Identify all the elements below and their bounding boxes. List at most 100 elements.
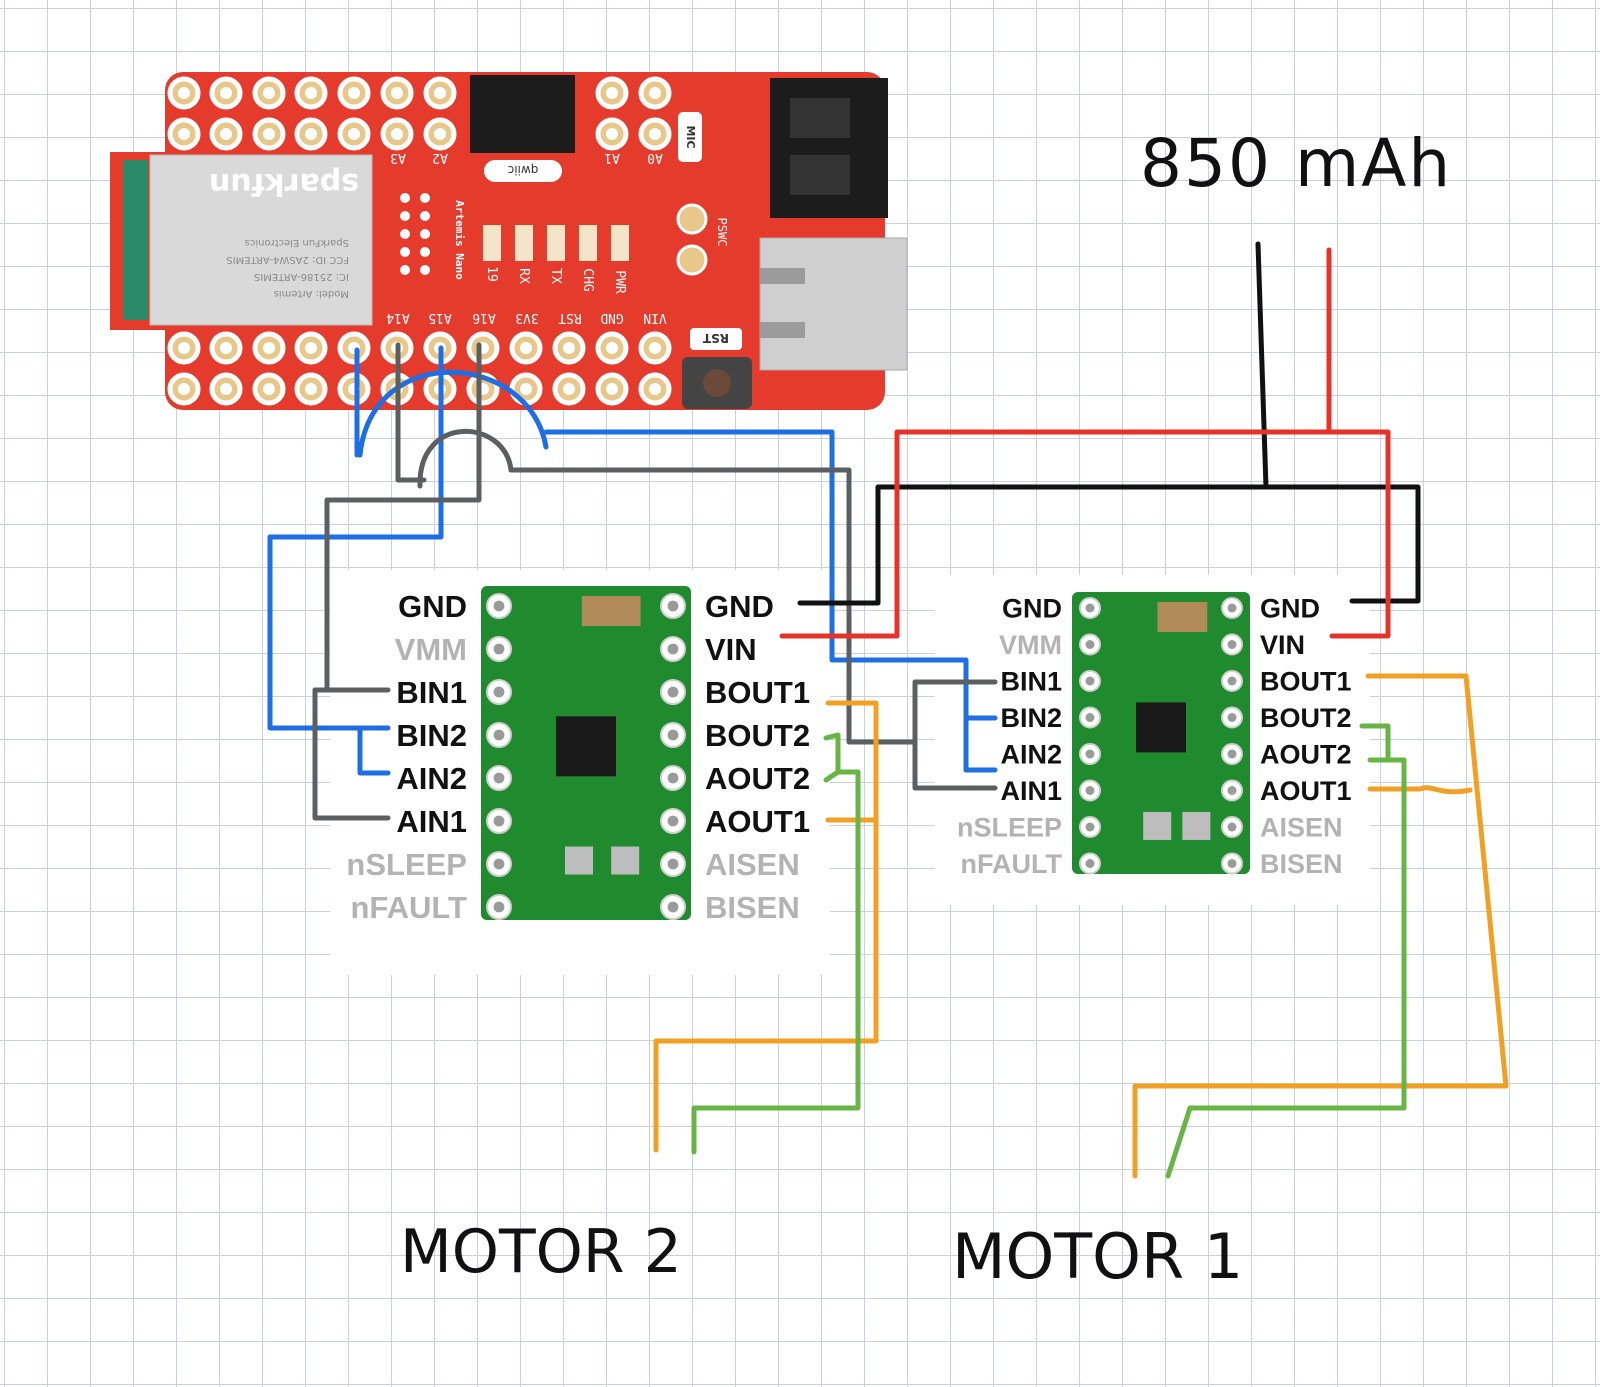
header-pad-hole [606,87,618,99]
header-pad-hole [434,87,446,99]
led-1 [483,225,501,261]
driver-capacitor [581,596,641,626]
driver-pin-hole [1085,786,1095,795]
gray-wire-a14 [395,342,427,483]
header-pad-hole [434,128,446,140]
module-logo: sparkfun [209,166,359,201]
led-row: 19 RX TX CHG PWR [483,225,629,294]
header-pad-hole [305,342,317,354]
led-2 [515,225,533,261]
driver-pin-hole [1227,859,1237,868]
jtag-pad [420,265,430,275]
orange-wire-motor1-aout1 [1367,785,1473,795]
led-3 [547,225,565,261]
driver-pin-hole [493,858,505,870]
board-name: Artemis Nano [453,200,466,280]
header-pad-hole [649,342,661,354]
green-wire-motor2-bout2 [691,732,861,1155]
driver-pin-hole [667,600,679,612]
gray-wire-left-ain1 [312,687,391,821]
driver-pin-hole [667,901,679,913]
header-pad-hole [263,342,275,354]
driver-right-pin-bisen: BISEN [1260,849,1343,879]
bottom-pin-a15: A15 [428,310,451,325]
jtag-pad [400,229,410,239]
header-pad-hole [348,128,360,140]
header-pad-hole [563,342,575,354]
pswc-label: PSWC [715,218,729,247]
driver-pin-hole [1085,822,1095,832]
board-small-pads [400,193,430,275]
motor1-label: MOTOR 1 [952,1220,1243,1293]
bottom-pin-a16: A16 [472,310,495,325]
wires [267,241,1509,1179]
driver-pin-hole [1227,603,1237,613]
driver-left-pin-bin1: BIN1 [396,675,467,710]
header-pad-hole [649,128,661,140]
module-line-1: Model: Artemis [274,288,349,299]
header-pad-hole [305,87,317,99]
driver-pin-hole [667,643,679,655]
driver-left-pin-nfault: nFAULT [961,849,1063,879]
driver-pin-hole [667,815,679,827]
header-pad-hole [178,342,190,354]
connector-slot-top [790,98,850,138]
driver-pin-hole [493,600,505,612]
qwiic-label-bg [484,160,562,182]
header-pad-hole [263,383,275,395]
driver-left-pin-ain1: AIN1 [396,804,467,839]
driver-right-pin-vin: VIN [705,632,757,667]
header-pad-hole [220,87,232,99]
header-pad-hole [178,383,190,395]
jtag-pad [420,247,430,257]
driver-right-pin-aisen: AISEN [1260,813,1343,843]
bottom-pin-vin: VIN [643,310,666,325]
header-pad-hole [520,383,532,395]
bottom-pin-a14: A14 [386,310,410,325]
sense-resistor [1182,811,1211,840]
pswc-pad-2 [676,244,708,276]
red-wire-vin-bus [779,429,1391,639]
led-label-19: 19 [484,266,499,282]
driver-pin-hole [1085,676,1095,686]
blue-wire-to-right-driver [543,429,998,721]
orange-wire-motor2-bout1 [653,700,879,1153]
mic-label-bg [678,112,702,162]
driver-left-pin-nfault: nFAULT [350,890,467,925]
blue-wire-right-ain2 [963,715,998,773]
green-wire-motor1-bout2 [1165,723,1407,1179]
module-line-3: FCC ID: 2ASW4-ARTEMIS [226,254,349,265]
driver-right-pin-aout2: AOUT2 [1260,740,1352,770]
driver-pin-hole [493,729,505,741]
driver-pin-hole [667,858,679,870]
driver-right-pin-vin: VIN [1260,630,1305,660]
motor2-label: MOTOR 2 [400,1217,682,1287]
header-pad-hole [263,87,275,99]
driver-pin-hole [1085,640,1095,649]
driver-pin-hole [1085,713,1095,722]
led-label-tx: TX [548,268,563,284]
sense-resistor [565,846,593,875]
jtag-pad [400,265,410,275]
blue-wire-a15-ain2-left [357,725,391,776]
qwiic-connector [470,75,575,153]
driver-chip [1136,702,1186,753]
driver-left-pin-nsleep: nSLEEP [957,813,1062,843]
jtag-pad [400,247,410,257]
usb-tab-bottom [760,322,805,338]
sense-resistor [611,846,640,875]
led-label-chg: CHG [580,268,595,292]
header-pad-hole [220,128,232,140]
bottom-pin-rst: RST [558,310,582,325]
driver-left-pin-ain1: AIN1 [1000,776,1062,806]
header-pad-hole [391,128,403,140]
driver-left-pin-vmm: VMM [999,630,1062,660]
driver-pin-hole [493,772,505,784]
driver-left-pin-bin2: BIN2 [1000,703,1062,733]
driver-pin-hole [1227,676,1237,686]
orange-wire-motor1-bout1 [1132,673,1509,1179]
connector-slot-bottom [790,155,850,195]
